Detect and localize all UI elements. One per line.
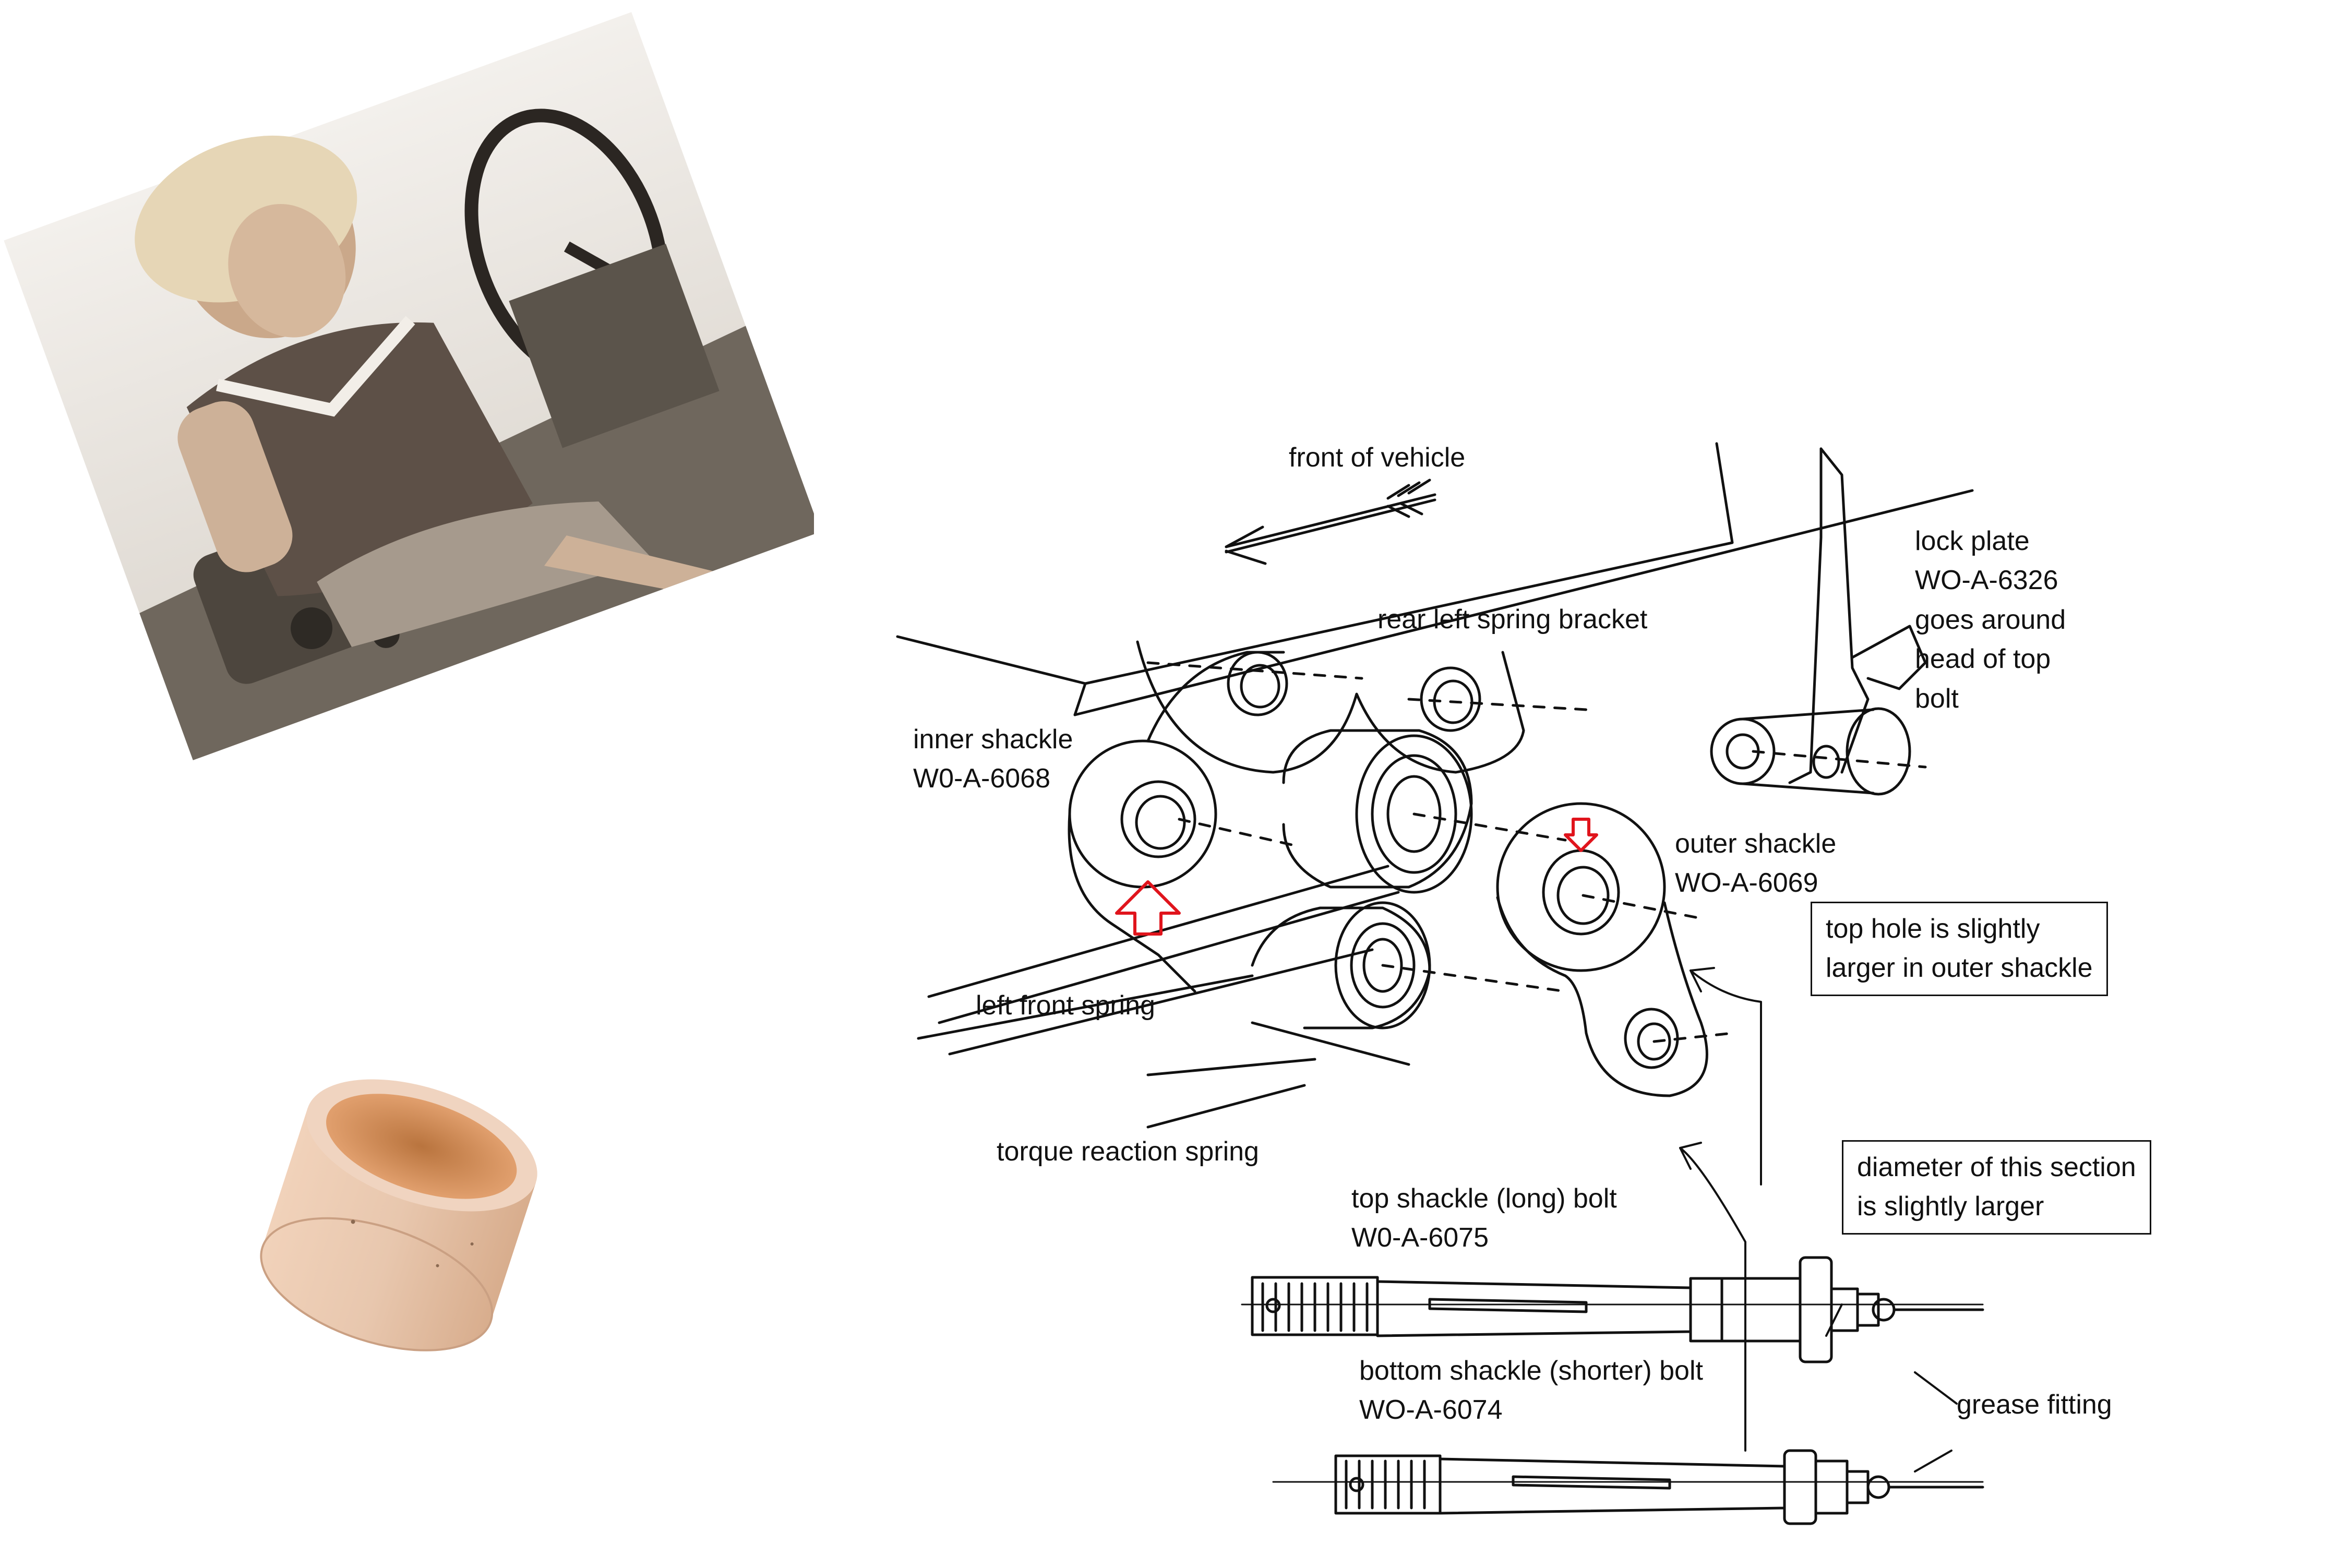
shackle-diagram: front of vehicle rear left spring bracke… xyxy=(887,407,2322,1565)
spring-eye-bottom xyxy=(1146,901,1567,1129)
spring-eye-top xyxy=(1282,729,1567,894)
diameter-note-box: diameter of this section is slightly lar… xyxy=(1842,1140,2151,1235)
diameter-note-line-2: is slightly larger xyxy=(1857,1191,2044,1222)
outer-shackle xyxy=(1496,802,1734,1097)
bottom-bolt-label: bottom shackle (shorter) bolt WO-A-6074 xyxy=(1359,1351,1703,1430)
inner-shackle-label: inner shackle W0-A-6068 xyxy=(913,720,1073,799)
spring-bracket xyxy=(1136,640,1588,774)
top-hole-note-line-1: top hole is slightly xyxy=(1826,914,2040,944)
bottom-bolt-line-1: bottom shackle (shorter) bolt xyxy=(1359,1356,1703,1386)
bronze-bushing-photo xyxy=(260,1079,537,1351)
leader-arrows xyxy=(1679,967,1958,1473)
bottom-bolt-part-number: WO-A-6074 xyxy=(1359,1395,1503,1426)
inner-shackle-part-number: W0-A-6068 xyxy=(913,763,1050,794)
top-bolt-line-1: top shackle (long) bolt xyxy=(1351,1183,1617,1214)
top-bolt-part-number: W0-A-6075 xyxy=(1351,1223,1489,1253)
vintage-photo xyxy=(0,0,821,783)
bushing-photo xyxy=(230,1070,605,1383)
lock-plate-label: lock plate WO-A-6326 goes around head of… xyxy=(1915,522,2066,719)
top-bolt-label: top shackle (long) bolt W0-A-6075 xyxy=(1351,1179,1617,1258)
lock-plate xyxy=(1710,447,1927,796)
torque-reaction-spring-label: torque reaction spring xyxy=(997,1136,1259,1167)
grease-fitting-label: grease fitting xyxy=(1957,1390,2112,1420)
lock-plate-line-4: head of top xyxy=(1915,644,2051,675)
outer-shackle-part-number: WO-A-6069 xyxy=(1675,868,1818,899)
diameter-note-line-1: diameter of this section xyxy=(1857,1152,2136,1182)
top-shackle-bolt xyxy=(1241,1256,1984,1363)
top-hole-note-box: top hole is slightly larger in outer sha… xyxy=(1811,902,2108,996)
outer-shackle-label: outer shackle WO-A-6069 xyxy=(1675,824,1836,903)
diagram-drawing xyxy=(896,442,1984,1525)
frame-rail xyxy=(896,442,1974,743)
red-highlight-arrows xyxy=(1115,818,1598,936)
lock-plate-line-2: WO-A-6326 xyxy=(1915,565,2058,596)
lock-plate-line-5: bolt xyxy=(1915,683,1959,714)
front-of-vehicle-label: front of vehicle xyxy=(1289,442,1466,473)
top-hole-note-line-2: larger in outer shackle xyxy=(1826,953,2093,984)
rear-left-spring-bracket-label: rear left spring bracket xyxy=(1377,604,1648,635)
left-front-spring-label: left front spring xyxy=(976,990,1155,1021)
leaf-springs xyxy=(917,865,1400,1076)
bottom-shackle-bolt xyxy=(1272,1449,1984,1525)
front-direction-arrow xyxy=(1225,478,1436,565)
lock-plate-line-1: lock plate xyxy=(1915,526,2030,556)
vintage-woman-on-tractor-photo xyxy=(4,12,821,760)
lock-plate-line-3: goes around xyxy=(1915,604,2066,635)
inner-shackle-line-1: inner shackle xyxy=(913,724,1073,755)
outer-shackle-line-1: outer shackle xyxy=(1675,829,1837,859)
inner-shackle xyxy=(1068,739,1296,993)
